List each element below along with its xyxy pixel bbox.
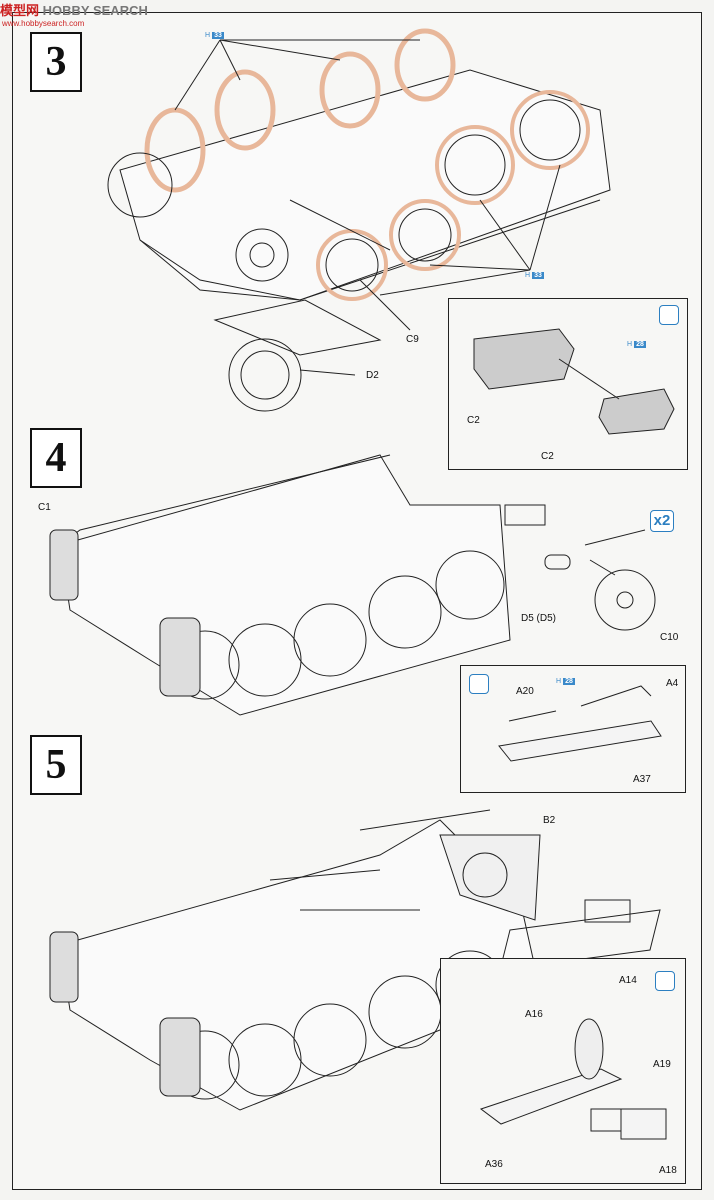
part-label-a18: A18	[659, 1165, 677, 1176]
part-label-b2: B2	[543, 815, 556, 826]
part-label-a36: A36	[485, 1159, 503, 1170]
step-number-3: 3	[30, 32, 82, 92]
watermark-logo: 模型网 HOBBY SEARCH	[0, 3, 148, 18]
part-label-a19: A19	[653, 1059, 671, 1070]
step4-chassis	[49, 454, 656, 716]
part-label-c2: C2	[541, 451, 554, 462]
part-label-a16: A16	[525, 1009, 543, 1020]
part-label-a37: A37	[633, 774, 651, 785]
step-number-5: 5	[30, 735, 82, 795]
glue-icon	[469, 674, 489, 694]
part-label-c9: C9	[406, 334, 419, 345]
part-label-a14: A14	[619, 975, 637, 986]
part-label-a4: A4	[666, 678, 679, 689]
quantity-badge: x2	[650, 510, 674, 532]
part-label-d2: D2	[366, 370, 379, 381]
part-label-c10: C10	[660, 632, 679, 643]
part-label-d5: D5 (D5)	[521, 613, 557, 624]
tool-parts-drawing	[498, 685, 662, 762]
track-links-drawing	[473, 328, 675, 435]
storage-parts-drawing	[479, 1018, 667, 1140]
step3-hull	[107, 28, 611, 412]
step-number-4: 4	[30, 428, 82, 488]
glue-icon	[655, 971, 675, 991]
part-label-a20: A20	[516, 686, 534, 697]
part-label-c1: C1	[38, 502, 51, 513]
step5-chassis	[49, 809, 661, 1111]
storage-inset: A14 A16 A19 A36 A18	[440, 958, 686, 1184]
watermark-url: www.hobbysearch.com	[2, 19, 85, 28]
glue-icon	[659, 305, 679, 325]
part-label-c2: C2	[467, 415, 480, 426]
